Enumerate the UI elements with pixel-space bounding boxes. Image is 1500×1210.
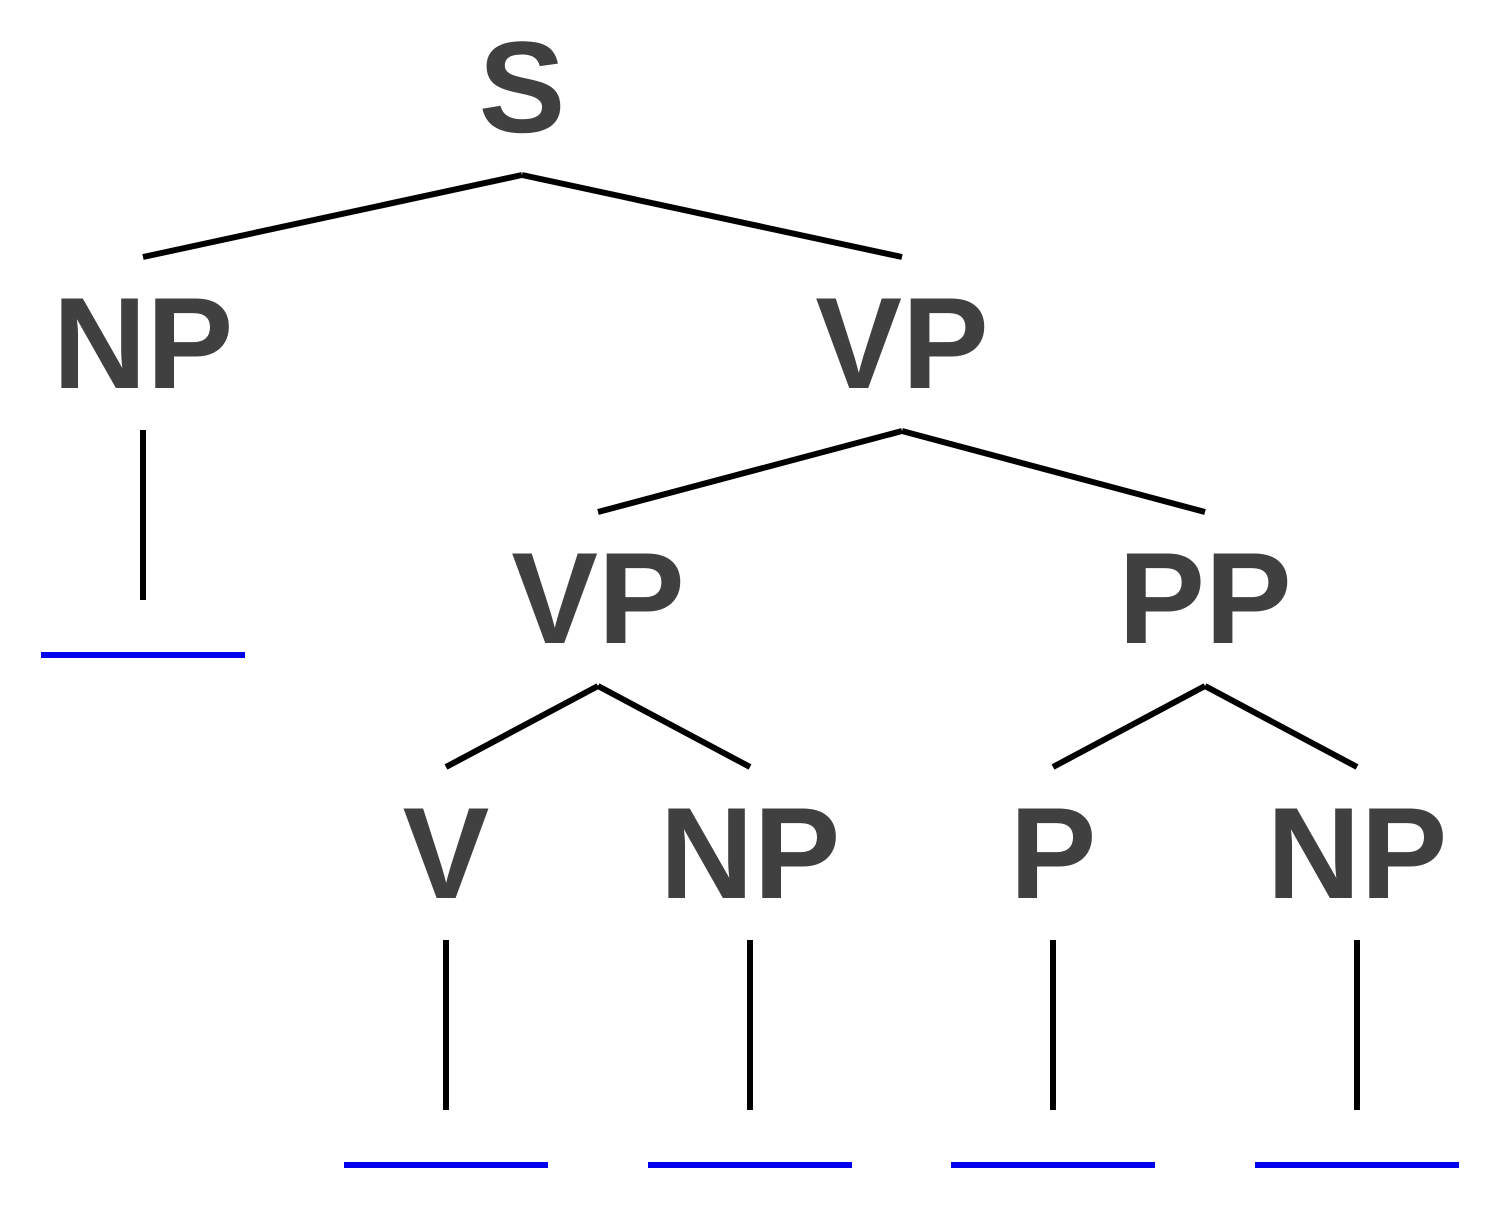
- node-label-v: V: [403, 780, 490, 926]
- branch-s-to-np-subject: [142, 172, 523, 260]
- branch-vp-inner-to-v: [444, 683, 600, 770]
- branch-s-to-vp-main: [521, 172, 903, 260]
- node-labels: S NP VP VP PP V NP P NP: [53, 14, 1448, 926]
- node-label-np-object: NP: [660, 780, 841, 926]
- branch-vp-main-to-pp: [901, 428, 1206, 515]
- terminal-branches: [140, 430, 1360, 1110]
- node-label-np-subject: NP: [53, 270, 234, 416]
- branch-pp-to-p: [1051, 683, 1207, 770]
- node-label-s: S: [479, 14, 566, 160]
- node-label-vp-inner: VP: [511, 525, 684, 671]
- node-label-np-prep-object: NP: [1267, 780, 1448, 926]
- node-label-vp-main: VP: [815, 270, 988, 416]
- branch-pp-to-np-prep-object: [1203, 683, 1359, 770]
- answer-blanks: [41, 652, 1459, 1168]
- node-label-pp: PP: [1118, 525, 1291, 671]
- branch-vp-main-to-vp-inner: [597, 428, 903, 515]
- node-label-p: P: [1010, 780, 1097, 926]
- branch-vp-inner-to-np-object: [596, 683, 752, 770]
- tree-branches: [142, 172, 1359, 770]
